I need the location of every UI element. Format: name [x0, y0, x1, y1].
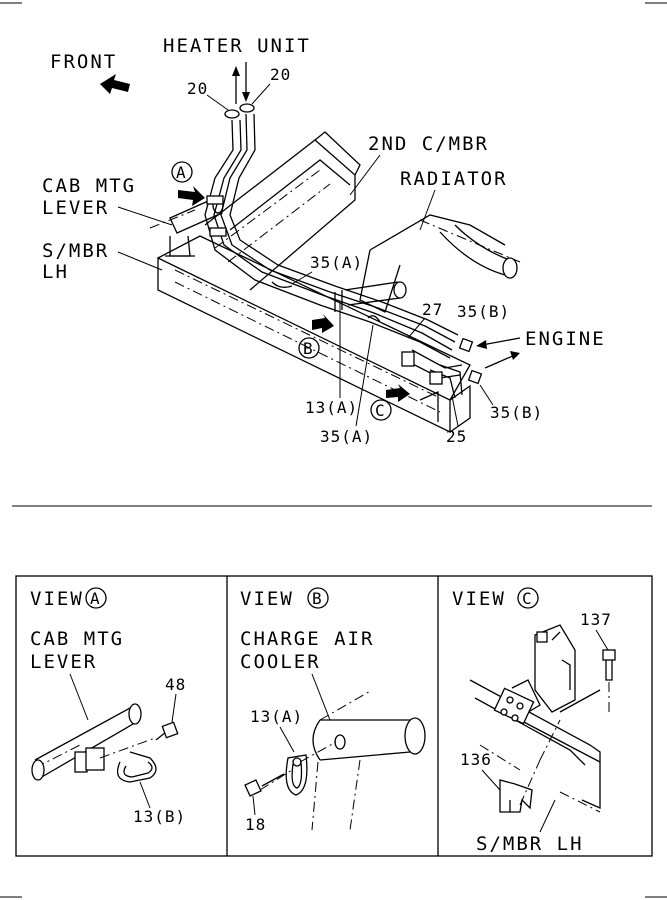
view-c-letter: C: [522, 589, 533, 608]
view-a-part-13b-label: 13(B): [133, 807, 186, 826]
callout-c-marker: C: [370, 384, 410, 421]
cab-mtg-lever-label-2: LEVER: [42, 197, 109, 219]
view-a: VIEW A CAB MTG LEVER 48 13(B): [30, 587, 186, 826]
view-a-part-48-label: 48: [165, 675, 186, 694]
detail-views-panel: VIEW A CAB MTG LEVER 48 13(B): [15, 575, 653, 857]
clamp-35b-bottom: [467, 369, 483, 385]
view-b-part-13a-label: 13(A): [250, 707, 303, 726]
part-13a-label: 13(A): [305, 398, 358, 417]
view-b-charge-air-label: CHARGE AIR: [240, 628, 374, 650]
view-a-lever-label: LEVER: [30, 651, 97, 673]
view-a-cab-mtg-label: CAB MTG: [30, 628, 124, 650]
part-35a-top-label: 35(A): [310, 253, 363, 272]
svg-text:A: A: [176, 163, 187, 182]
heater-unit-label: HEATER UNIT: [163, 35, 311, 57]
view-c-part-136-label: 136: [460, 750, 492, 769]
second-c-mbr-label: 2ND C/MBR: [368, 133, 489, 155]
view-b-cooler-label: COOLER: [240, 651, 321, 673]
callout-b-marker: B: [298, 314, 334, 359]
clamp-35b-top: [458, 337, 474, 353]
part-25-label: 25: [446, 427, 467, 446]
view-a-title: VIEW: [30, 588, 84, 610]
part-20-right-label: 20: [270, 65, 291, 84]
part-20-left-label: 20: [187, 79, 208, 98]
view-c-s-mbr-lh-label: S/MBR LH: [476, 833, 584, 855]
engine-label: ENGINE: [525, 328, 606, 350]
part-27-label: 27: [422, 300, 443, 319]
callout-a-marker: A: [171, 161, 205, 206]
radiator-label: RADIATOR: [400, 168, 508, 190]
view-a-letter: A: [90, 589, 101, 608]
view-c: VIEW C 137: [452, 587, 616, 855]
view-c-part-137-label: 137: [580, 610, 612, 629]
svg-text:C: C: [375, 401, 386, 420]
front-arrow-icon: [100, 74, 130, 94]
svg-text:B: B: [303, 339, 314, 358]
view-b-title: VIEW: [240, 588, 294, 610]
main-illustration: FRONT HEATER UNIT 20 20 2ND C/MBR RADIAT…: [42, 35, 606, 446]
s-mbr-label-2: LH: [42, 261, 69, 283]
part-35a-bottom-label: 35(A): [320, 427, 373, 446]
front-label: FRONT: [50, 51, 117, 73]
s-mbr-label-1: S/MBR: [42, 240, 109, 262]
view-b: VIEW B CHARGE AIR COOLER 13(A): [240, 587, 426, 834]
view-c-title: VIEW: [452, 588, 506, 610]
part-35b-top-label: 35(B): [457, 302, 510, 321]
cab-mtg-lever-label-1: CAB MTG: [42, 175, 136, 197]
view-b-letter: B: [312, 589, 323, 608]
part-35b-bottom-label: 35(B): [490, 403, 543, 422]
view-b-part-18-label: 18: [245, 815, 266, 834]
